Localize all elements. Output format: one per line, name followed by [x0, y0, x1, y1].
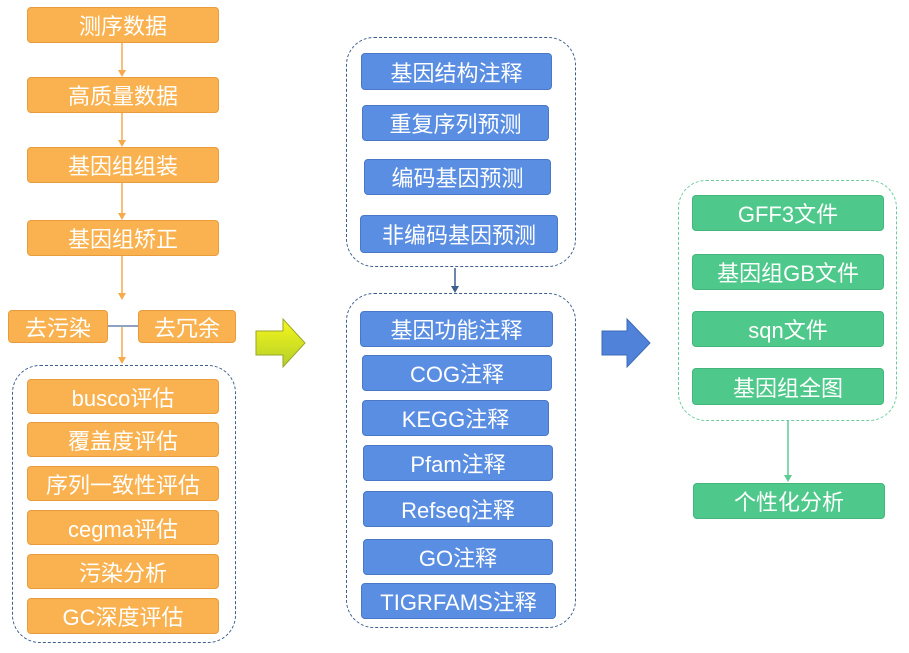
output-gff3-file: GFF3文件	[692, 195, 884, 231]
step-high-quality-data: 高质量数据	[27, 77, 219, 113]
prediction-group-container	[346, 37, 576, 267]
assessment-contamination: 污染分析	[27, 554, 219, 589]
output-genome-gb-file: 基因组GB文件	[692, 254, 884, 290]
assessment-gc-depth: GC深度评估	[27, 598, 219, 634]
pfam-annotation: Pfam注释	[363, 445, 553, 481]
assessment-coverage: 覆盖度评估	[27, 422, 219, 457]
outputs-group-container	[678, 180, 897, 421]
output-sqn-file: sqn文件	[692, 311, 884, 347]
step-genome-assembly: 基因组组装	[27, 147, 219, 183]
arrow-correction-to-cleanup	[118, 256, 126, 300]
big-blue-right-arrow	[601, 317, 651, 369]
tigrfams-annotation: TIGRFAMS注释	[361, 583, 556, 619]
assessment-sequence-consistency: 序列一致性评估	[27, 466, 219, 501]
assessment-group-container	[12, 365, 236, 643]
arrow-cleanup-to-assessment	[118, 327, 126, 364]
arrow-outputs-to-custom-analysis	[784, 421, 792, 482]
cog-annotation: COG注释	[362, 355, 552, 391]
output-genome-map: 基因组全图	[692, 368, 884, 405]
gene-structure-annotation: 基因结构注释	[361, 53, 552, 90]
function-group-container	[346, 293, 576, 628]
gene-function-annotation: 基因功能注释	[360, 311, 553, 347]
arrow-prediction-to-function	[451, 268, 459, 293]
go-annotation: GO注释	[363, 539, 553, 575]
noncoding-gene-prediction: 非编码基因预测	[360, 215, 558, 253]
step-sequencing-data: 测序数据	[27, 7, 219, 43]
custom-analysis: 个性化分析	[693, 483, 885, 519]
arrow-assembly-to-correction	[118, 183, 126, 220]
step-decontamination: 去污染	[8, 310, 108, 343]
refseq-annotation: Refseq注释	[363, 491, 553, 527]
kegg-annotation: KEGG注释	[362, 400, 549, 436]
assessment-busco: busco评估	[27, 379, 219, 414]
step-deredundancy: 去冗余	[138, 310, 236, 343]
assessment-cegma: cegma评估	[27, 510, 219, 545]
step-genome-correction: 基因组矫正	[27, 220, 219, 256]
coding-gene-prediction: 编码基因预测	[364, 159, 551, 195]
repeat-sequence-prediction: 重复序列预测	[362, 105, 549, 141]
arrow-quality-to-assembly	[118, 113, 126, 147]
big-yellow-right-arrow	[255, 317, 306, 369]
arrow-sequencing-to-quality	[118, 43, 126, 77]
